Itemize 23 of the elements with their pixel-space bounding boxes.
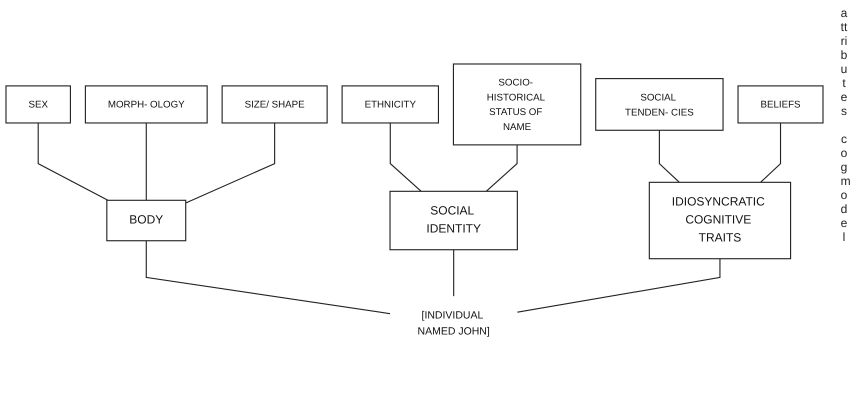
- vertical-note: attributes: [840, 6, 848, 118]
- connector: [390, 123, 422, 192]
- node-box: SIZE/ SHAPE: [222, 86, 328, 124]
- connector: [486, 145, 518, 192]
- connector: [760, 123, 782, 184]
- connector: [146, 241, 390, 315]
- connector: [517, 259, 721, 314]
- vertical-note: cog model: [840, 132, 848, 244]
- node-box: BODY: [106, 200, 186, 242]
- node-box: MORPH- OLOGY: [84, 86, 208, 124]
- connector: [658, 130, 680, 184]
- node-box: ETHNICITY: [342, 86, 440, 124]
- connector: [38, 123, 108, 202]
- connector: [146, 123, 147, 201]
- node-box: BELIEFS: [737, 86, 824, 124]
- node-box: SOCIO- HISTORICAL STATUS OF NAME: [452, 64, 582, 146]
- node-text: [INDIVIDUAL NAMED JOHN]: [418, 309, 490, 338]
- node-box: SOCIAL IDENTITY: [389, 191, 518, 251]
- connector: [186, 123, 276, 204]
- node-box: IDIOSYNCRATIC COGNITIVE TRAITS: [648, 182, 792, 260]
- connector: [453, 250, 454, 297]
- node-box: SOCIAL TENDEN- CIES: [595, 78, 724, 132]
- node-box: SEX: [5, 86, 71, 124]
